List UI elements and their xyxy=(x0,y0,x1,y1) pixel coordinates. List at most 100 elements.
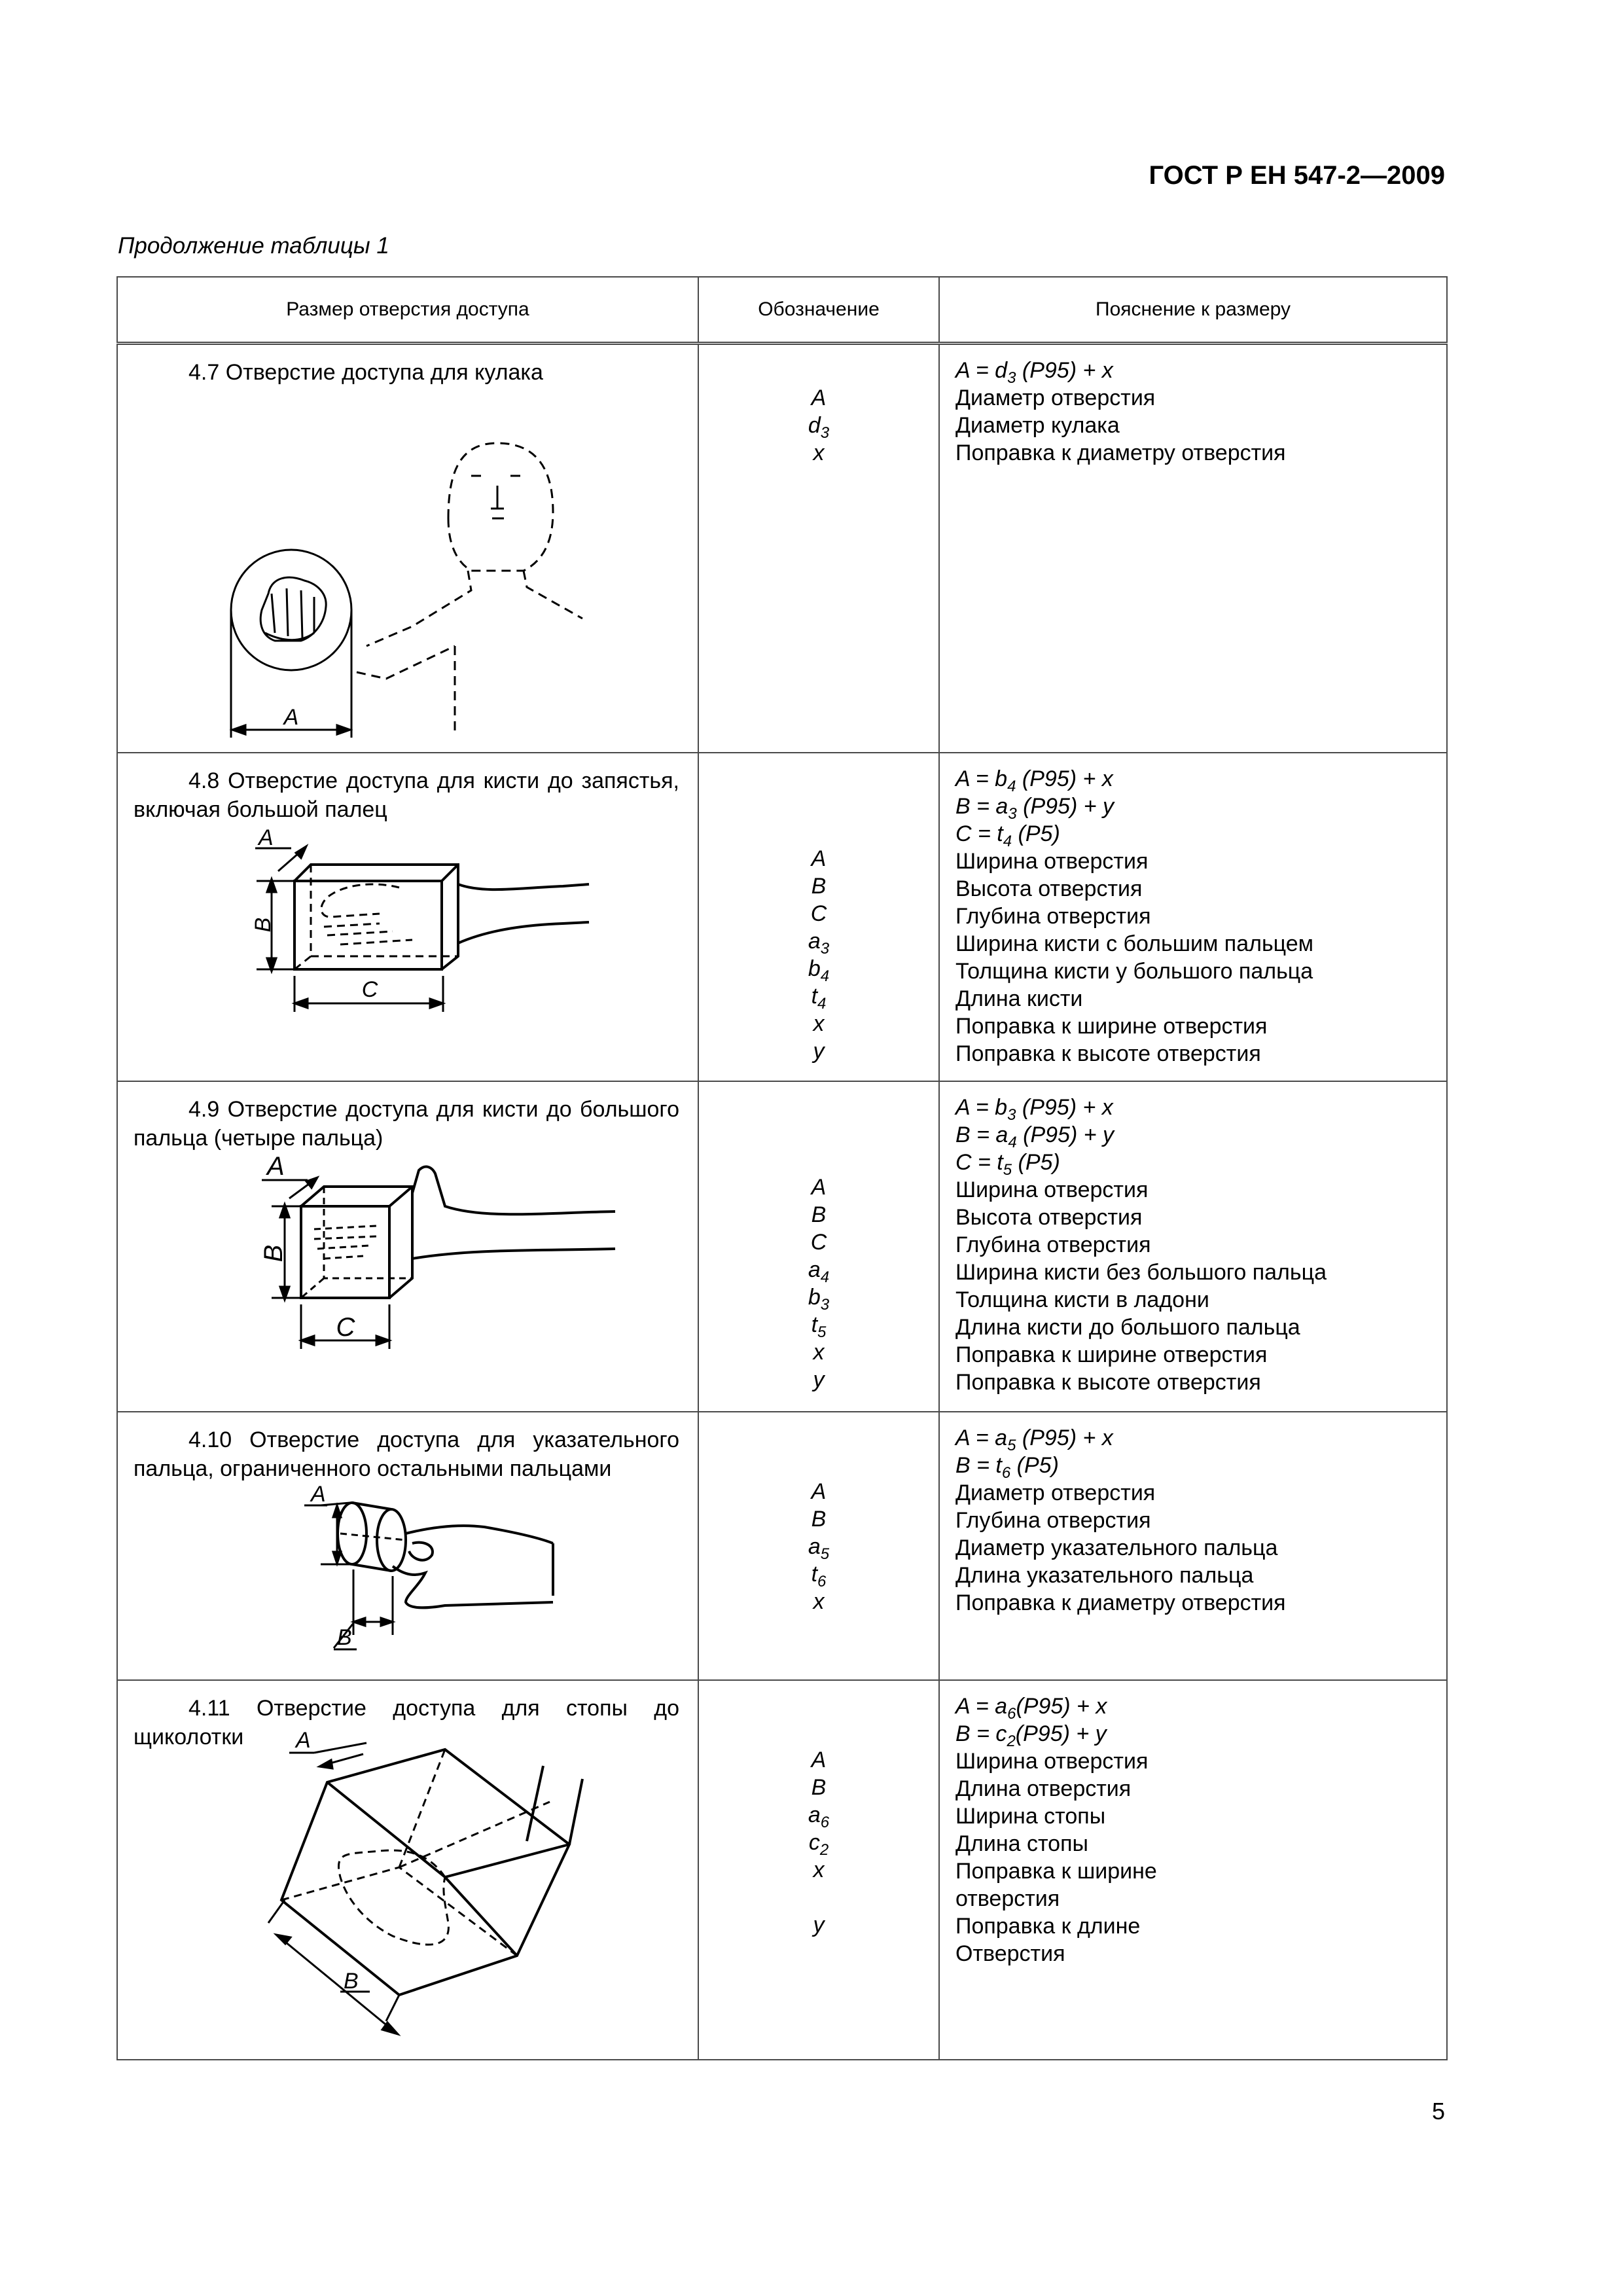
figure-label-a: A xyxy=(310,1482,326,1507)
explanation-line: Высота отверстия xyxy=(955,1204,1143,1230)
four-fingers-figure: A B C xyxy=(259,1152,616,1349)
symbol-line: B xyxy=(811,1774,827,1800)
symbol-line: B xyxy=(811,1202,827,1227)
explanation-line: Длина указательного пальца xyxy=(955,1562,1254,1588)
table-header-row: Размер отверстия доступа Обозначение Поя… xyxy=(116,276,1448,345)
figure-label-b: B xyxy=(344,1969,359,1994)
standard-code: ГОСТ Р ЕН 547-2—2009 xyxy=(1149,161,1445,190)
explanation-line: Ширина отверстия xyxy=(955,1748,1149,1774)
symbol-line: x xyxy=(813,1339,825,1365)
symbol-line: d3 xyxy=(808,413,830,442)
explanation-line: Ширина отверстия xyxy=(955,1177,1149,1202)
table-caption: Продолжение таблицы 1 xyxy=(118,233,389,259)
symbol-cell: A B a5 t6 x xyxy=(698,1410,940,1681)
row-title: 4.7 Отверстие доступа для кулака xyxy=(188,360,543,385)
symbol-line: a6 xyxy=(808,1802,830,1831)
explanation-line: Толщина кисти в ладони xyxy=(955,1287,1209,1312)
symbol-line: a5 xyxy=(808,1534,830,1563)
explanation-line: Высота отверстия xyxy=(955,876,1143,901)
figure-label-c: C xyxy=(362,977,378,1002)
explanation-line: Ширина кисти с большим пальцем xyxy=(955,931,1314,956)
symbol-line: a4 xyxy=(808,1257,830,1286)
formula-line: A = b4 (P95) + x xyxy=(955,766,1113,795)
explanation-line: Отверстия xyxy=(955,1941,1065,1966)
column-header-size: Размер отверстия доступа xyxy=(116,276,699,345)
explanation-line: Поправка к высоте отверстия xyxy=(955,1041,1261,1066)
symbol-line: b3 xyxy=(808,1284,830,1314)
explanation-line: Диаметр указательного пальца xyxy=(955,1535,1278,1560)
formula-line: A = a6(P95) + x xyxy=(955,1693,1107,1723)
explanation-line: Ширина отверстия xyxy=(955,848,1149,874)
symbol-line: x xyxy=(813,440,825,465)
index-finger-figure: A B xyxy=(304,1482,554,1650)
formula-line: A = a5 (P95) + x xyxy=(955,1425,1113,1454)
symbol-line: B xyxy=(811,873,827,899)
formula-line: A = b3 (P95) + x xyxy=(955,1094,1113,1124)
formula-line: B = t6 (P5) xyxy=(955,1452,1059,1482)
hand-to-wrist-figure: A B C xyxy=(251,825,590,1012)
explanation-line: Длина кисти xyxy=(955,986,1083,1011)
row-title: 4.9 Отверстие доступа для кисти до больш… xyxy=(134,1096,679,1151)
symbol-line: x xyxy=(813,1011,825,1036)
symbol-cell: A B C a4 b3 t5 x y xyxy=(698,1080,940,1412)
explanation-cell: A = a6(P95) + x B = c2(P95) + y Ширина о… xyxy=(938,1679,1448,2060)
size-cell: 4.10 Отверстие доступа для указательного… xyxy=(116,1410,699,1681)
symbol-line: y xyxy=(813,1038,825,1064)
explanation-line: Толщина кисти у большого пальца xyxy=(955,958,1313,984)
symbol-line: t6 xyxy=(811,1561,827,1590)
figure-label-a: A xyxy=(266,1152,285,1181)
column-header-explanation: Пояснение к размеру xyxy=(938,276,1448,345)
foot-to-ankle-figure: A B xyxy=(267,1728,584,2036)
table-row: 4.8 Отверстие доступа для кисти до запяс… xyxy=(116,751,1448,1082)
size-cell: 4.7 Отверстие доступа для кулака xyxy=(116,342,699,753)
size-cell: 4.11 Отверстие доступа для стопы до щико… xyxy=(116,1679,699,2060)
symbol-line: C xyxy=(810,901,827,926)
page-number: 5 xyxy=(1431,2098,1445,2125)
figure-label-b: B xyxy=(259,1244,288,1262)
symbol-line: t5 xyxy=(811,1312,827,1341)
table-row: 4.11 Отверстие доступа для стопы до щико… xyxy=(116,1679,1448,2060)
figure-label-c: C xyxy=(336,1313,356,1342)
symbol-line: x xyxy=(813,1857,825,1882)
symbol-line: A xyxy=(811,1747,827,1772)
explanation-line: Поправка к диаметру отверстия xyxy=(955,1590,1286,1615)
explanation-line: отверстия xyxy=(955,1886,1060,1911)
symbol-line: A xyxy=(811,1479,827,1504)
explanation-cell: A = a5 (P95) + x B = t6 (P5) Диаметр отв… xyxy=(938,1410,1448,1681)
explanation-line: Глубина отверстия xyxy=(955,1507,1151,1533)
symbol-line: c2 xyxy=(808,1829,829,1859)
symbol-line: x xyxy=(813,1588,825,1614)
formula-line: C = t5 (P5) xyxy=(955,1149,1060,1179)
fist-opening-figure: A xyxy=(229,442,583,738)
table-row: 4.7 Отверстие доступа для кулака xyxy=(116,342,1448,753)
explanation-cell: A = d3 (P95) + x Диаметр отверстия Диаме… xyxy=(938,342,1448,753)
symbol-cell: A B C a3 b4 t4 x y xyxy=(698,751,940,1082)
figure-label-a: A xyxy=(283,705,299,730)
size-cell: 4.9 Отверстие доступа для кисти до больш… xyxy=(116,1080,699,1412)
explanation-cell: A = b3 (P95) + x B = a4 (P95) + y C = t5… xyxy=(938,1080,1448,1412)
symbol-line: t4 xyxy=(811,983,827,1013)
figure-label-a: A xyxy=(257,825,274,850)
figure-label-b: B xyxy=(251,917,276,932)
row-title: 4.8 Отверстие доступа для кисти до запяс… xyxy=(134,768,679,822)
symbol-cell: A d3 x xyxy=(698,342,940,753)
size-cell: 4.8 Отверстие доступа для кисти до запяс… xyxy=(116,751,699,1082)
symbol-line: A xyxy=(811,846,827,871)
explanation-line: Длина кисти до большого пальца xyxy=(955,1314,1300,1340)
explanation-line: Диаметр отверстия xyxy=(955,1480,1156,1505)
symbol-line: C xyxy=(810,1229,827,1255)
symbol-line: B xyxy=(811,1506,827,1532)
formula-line: B = a3 (P95) + y xyxy=(955,793,1115,823)
access-openings-table: Размер отверстия доступа Обозначение Поя… xyxy=(116,276,1448,2060)
column-header-symbol: Обозначение xyxy=(698,276,940,345)
explanation-line: Ширина кисти без большого пальца xyxy=(955,1259,1327,1285)
table-row: 4.10 Отверстие доступа для указательного… xyxy=(116,1410,1448,1681)
symbol-line: b4 xyxy=(808,956,830,985)
symbol-line: A xyxy=(811,1174,827,1200)
symbol-line: a3 xyxy=(808,928,830,958)
explanation-line: Глубина отверстия xyxy=(955,1232,1151,1257)
explanation-line: Поправка к ширине отверстия xyxy=(955,1013,1268,1039)
formula-line: B = c2(P95) + y xyxy=(955,1721,1107,1750)
explanation-line: Поправка к диаметру отверстия xyxy=(955,440,1286,465)
explanation-line: Диаметр кулака xyxy=(955,413,1120,438)
